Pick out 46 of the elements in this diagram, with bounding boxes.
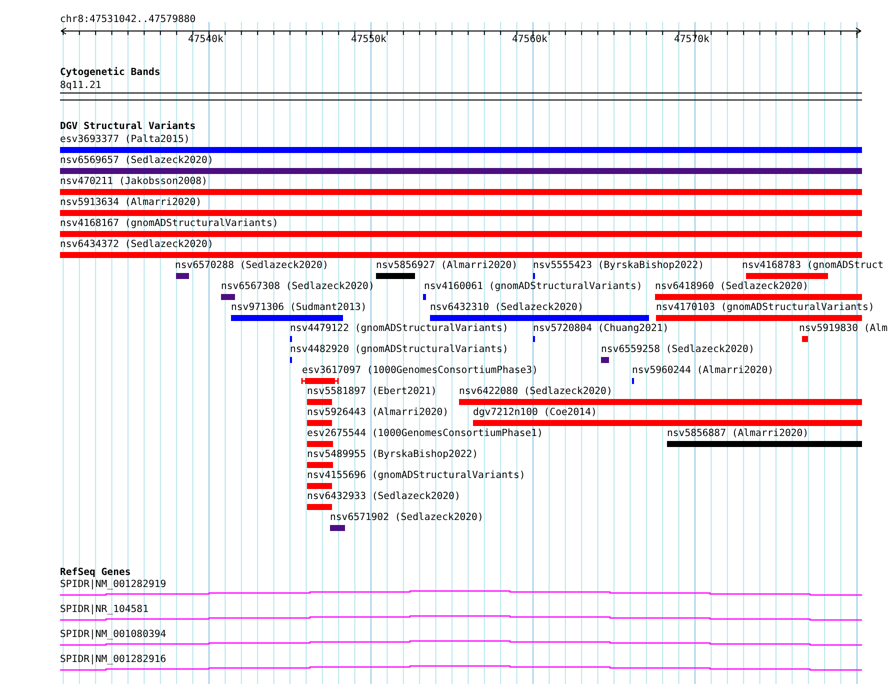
variant-label: nsv6418960 (Sedlazeck2020) bbox=[655, 281, 808, 293]
variant-label: nsv5919830 (Alm bbox=[799, 323, 888, 335]
variant-label: nsv6571902 (Sedlazeck2020) bbox=[330, 512, 484, 524]
variant-label: nsv971306 (Sudmant2013) bbox=[231, 302, 367, 314]
variant-label: nsv4168783 (gnomADStruct bbox=[742, 260, 884, 272]
variant-label: nsv4168167 (gnomADStructuralVariants) bbox=[60, 218, 278, 230]
track-title: DGV Structural Variants bbox=[60, 121, 196, 133]
variant-label: nsv4479122 (gnomADStructuralVariants) bbox=[290, 323, 508, 335]
variant-label: nsv6567308 (Sedlazeck2020) bbox=[221, 281, 374, 293]
variant-label: nsv5913634 (Almarri2020) bbox=[60, 197, 202, 209]
tick-label: 47560k bbox=[512, 34, 548, 46]
variant-label: dgv7212n100 (Coe2014) bbox=[473, 407, 597, 419]
variant-label: nsv5960244 (Almarri2020) bbox=[632, 365, 774, 377]
variant-label: nsv5856887 (Almarri2020) bbox=[667, 428, 809, 440]
gene-name: SPIDR|NR_104581 bbox=[60, 604, 148, 616]
variant-label: nsv6432933 (Sedlazeck2020) bbox=[307, 491, 460, 503]
variant-label: nsv6432310 (Sedlazeck2020) bbox=[430, 302, 584, 314]
track-title: RefSeq Genes bbox=[60, 567, 131, 579]
variant-label: nsv470211 (Jakobsson2008) bbox=[60, 176, 208, 188]
variant-label: nsv4482920 (gnomADStructuralVariants) bbox=[290, 344, 508, 356]
gene-name: SPIDR|NM_001080394 bbox=[60, 629, 166, 641]
variant-label: nsv4155696 (gnomADStructuralVariants) bbox=[307, 470, 526, 482]
variant-label: nsv5581897 (Ebert2021) bbox=[307, 386, 437, 398]
variant-label: nsv6434372 (Sedlazeck2020) bbox=[60, 239, 214, 251]
variant-label: esv3693377 (Palta2015) bbox=[60, 134, 190, 146]
region-coordinates: chr8:47531042..47579880 bbox=[60, 14, 196, 26]
variant-label: nsv6570288 (Sedlazeck2020) bbox=[175, 260, 328, 272]
variant-label: nsv5926443 (Almarri2020) bbox=[307, 407, 449, 419]
variant-label: nsv6422080 (Sedlazeck2020) bbox=[459, 386, 612, 398]
variant-label: nsv4170103 (gnomADStructuralVariants) bbox=[656, 302, 874, 314]
tick-label: 47540k bbox=[188, 34, 224, 46]
variant-label: nsv6569657 (Sedlazeck2020) bbox=[60, 155, 214, 167]
tick-label: 47550k bbox=[351, 34, 386, 46]
variant-label: esv2675544 (1000GenomesConsortiumPhase1) bbox=[307, 428, 543, 440]
variant-label: nsv6559258 (Sedlazeck2020) bbox=[601, 344, 754, 356]
variant-label: esv3617097 (1000GenomesConsortiumPhase3) bbox=[302, 365, 538, 377]
gene-name: SPIDR|NM_001282916 bbox=[60, 654, 166, 666]
gene-name: SPIDR|NM_001282919 bbox=[60, 579, 166, 591]
variant-label: nsv5856927 (Almarri2020) bbox=[376, 260, 518, 272]
variant-label: nsv5489955 (ByrskaBishop2022) bbox=[307, 449, 478, 461]
tick-label: 47570k bbox=[674, 34, 710, 46]
variant-label: nsv5720804 (Chuang2021) bbox=[533, 323, 669, 335]
track-title: Cytogenetic Bands bbox=[60, 67, 160, 79]
variant-label: nsv5555423 (ByrskaBishop2022) bbox=[533, 260, 704, 272]
variant-label: nsv4160061 (gnomADStructuralVariants) bbox=[424, 281, 642, 293]
band-name: 8q11.21 bbox=[60, 80, 102, 92]
